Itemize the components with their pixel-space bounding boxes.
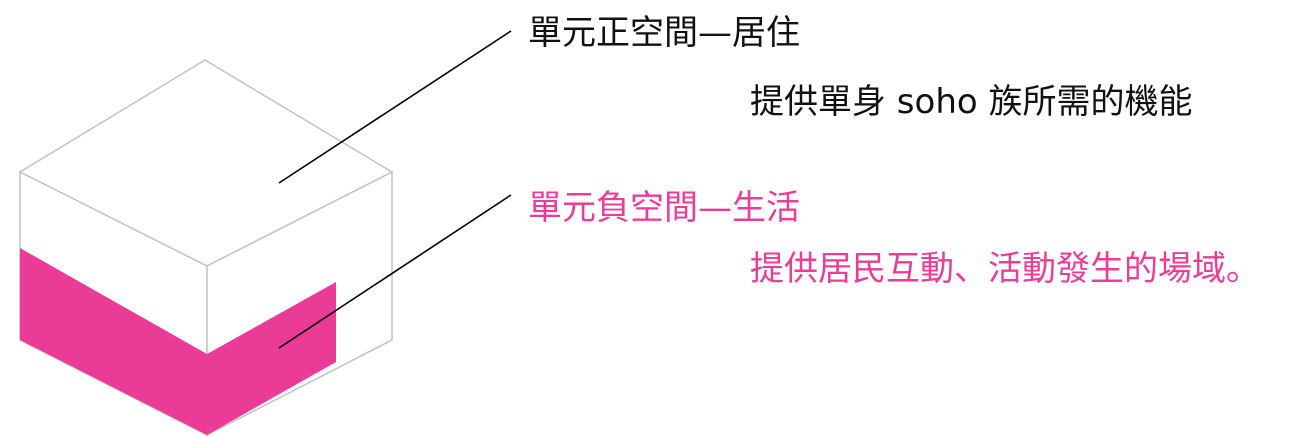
negative-space-description: 提供居民互動、活動發生的場域。: [750, 249, 1260, 289]
positive-space-description: 提供單身 soho 族所需的機能: [750, 82, 1193, 122]
negative-space-title: 單元負空間—生活: [528, 188, 800, 228]
positive-space-leader-line: [278, 30, 512, 184]
negative-space-left-block: [20, 248, 207, 435]
negative-space-leader-line: [278, 194, 512, 349]
positive-space-title: 單元正空間—居住: [528, 13, 800, 53]
negative-space-right-block: [207, 282, 336, 435]
